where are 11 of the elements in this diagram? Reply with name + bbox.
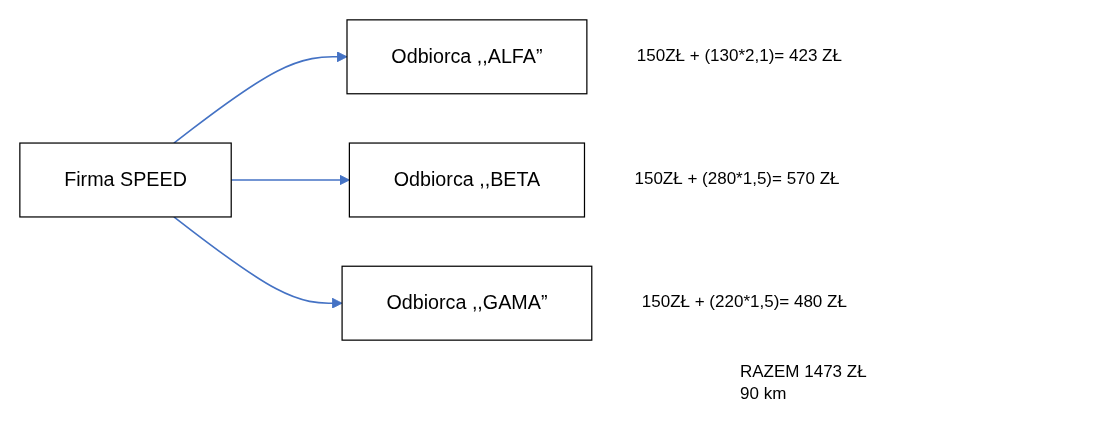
process-box: Firma SPEED	[19, 142, 232, 218]
note-text: RAZEM 1473 ZŁ	[740, 362, 867, 382]
note-text: 90 km	[740, 384, 788, 404]
formula-text: 150ZŁ + (130*2,1)= 423 ZŁ	[636, 45, 842, 66]
formula-text: 150ZŁ + (220*1,5)= 480 ZŁ	[641, 292, 847, 313]
arrow	[173, 51, 348, 144]
process-box: Odbiorca ,,ALFA”	[346, 19, 588, 95]
formula-text: 150ZŁ + (280*1,5)= 570 ZŁ	[634, 169, 840, 189]
process-box: Odbiorca ,,BETA	[348, 142, 586, 218]
arrow	[173, 216, 343, 309]
process-box: Odbiorca ,,GAMA”	[341, 265, 593, 341]
